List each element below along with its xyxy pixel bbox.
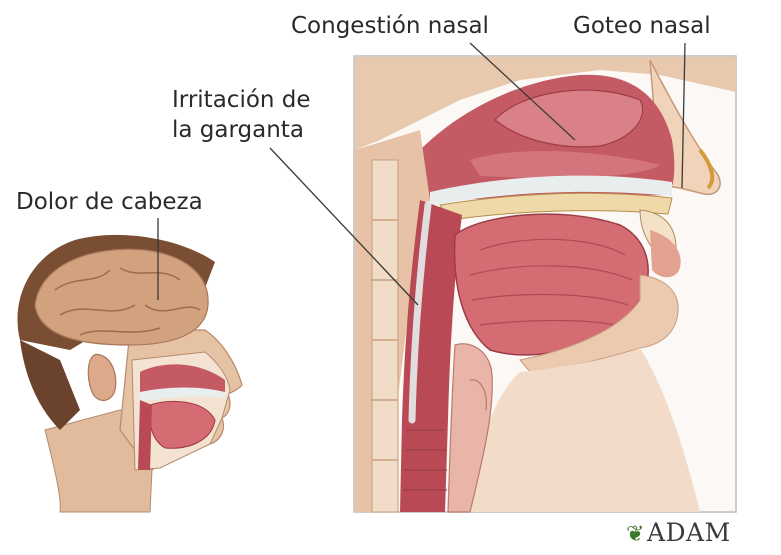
label-irritacion-line2: la garganta: [172, 116, 304, 144]
label-irritacion-line1: Irritación de: [172, 86, 311, 114]
leaf-icon: ❦: [626, 522, 645, 547]
label-congestion-nasal: Congestión nasal: [291, 12, 489, 40]
label-dolor-de-cabeza: Dolor de cabeza: [16, 188, 203, 216]
head-profile-illustration: [17, 235, 242, 512]
sagittal-section-panel: [354, 56, 736, 512]
adam-logo: ❦ADAM: [626, 518, 731, 547]
logo-text: ADAM: [647, 518, 731, 547]
label-goteo-nasal: Goteo nasal: [573, 12, 711, 40]
